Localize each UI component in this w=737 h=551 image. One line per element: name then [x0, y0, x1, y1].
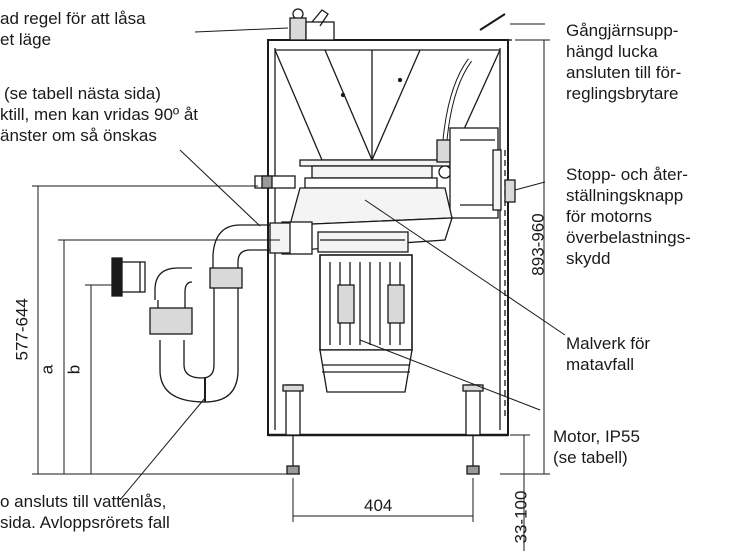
label-drain-connection: o ansluts till vattenlås, sida. Avloppsr…: [0, 492, 170, 532]
drain-trap: [111, 222, 291, 403]
dim-feet-range: 33-100: [511, 490, 531, 544]
dim-width: 404: [364, 496, 393, 515]
grinder-unit: [254, 165, 453, 255]
label-lock-latch: ad regel för att låsa et läge: [0, 9, 146, 49]
label-food-waste-grinder: Malverk för matavfall: [566, 334, 651, 374]
leader-lines: [119, 23, 566, 501]
dimension-lines: [32, 39, 550, 551]
cable-hose: [436, 58, 502, 219]
label-outlet-orientation: (se tabell nästa sida) ktill, men kan vr…: [0, 84, 199, 145]
label-hinged-lid: Gångjärnsupp- hängd lucka ansluten till …: [566, 21, 682, 103]
dim-lid-height: 893-960: [528, 213, 548, 276]
label-motor: Motor, IP55 (se tabell): [553, 427, 640, 467]
dim-b: b: [64, 364, 84, 375]
motor: [319, 254, 413, 393]
stop-button-box: [504, 179, 516, 203]
adjustable-feet: [282, 384, 484, 475]
label-stop-reset-button: Stopp- och åter- ställningsknapp för mot…: [566, 165, 691, 268]
dim-height-range: 577-644: [12, 298, 32, 361]
dim-a: a: [37, 364, 57, 375]
lid-lock-top: [289, 8, 512, 41]
